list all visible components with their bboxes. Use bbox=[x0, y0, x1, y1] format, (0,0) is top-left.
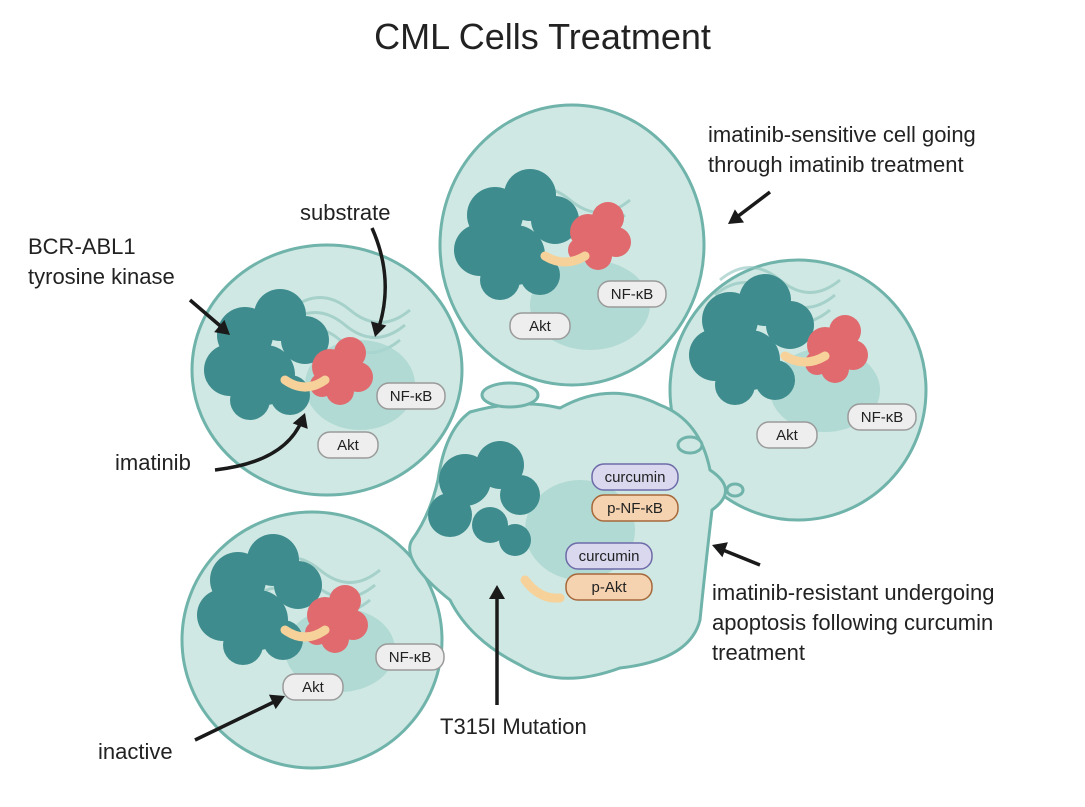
tag-text: curcumin bbox=[579, 548, 640, 565]
label-line: tyrosine kinase bbox=[28, 264, 175, 289]
tag-text: Akt bbox=[529, 318, 552, 335]
tag-curcumin: curcumin bbox=[591, 463, 679, 491]
tag-nfkb: NF-κB bbox=[376, 382, 446, 410]
tag-curcumin: curcumin bbox=[565, 542, 653, 570]
label-sensitive: imatinib-sensitive cell going through im… bbox=[708, 120, 976, 180]
label-resistant: imatinib-resistant undergoing apoptosis … bbox=[712, 578, 995, 668]
tag-text: p-NF-κB bbox=[607, 500, 663, 517]
tag-nfkb: NF-κB bbox=[847, 403, 917, 431]
label-bcr-abl1: BCR-ABL1 tyrosine kinase bbox=[28, 232, 175, 292]
label-line: imatinib-sensitive cell going bbox=[708, 122, 976, 147]
imatinib-icon bbox=[540, 251, 590, 267]
cell-lower-left bbox=[180, 510, 444, 770]
arrow-bcr-abl1 bbox=[188, 298, 230, 335]
label-line: through imatinib treatment bbox=[708, 152, 964, 177]
label-line: imatinib-resistant undergoing bbox=[712, 580, 995, 605]
tag-akt: Akt bbox=[509, 312, 571, 340]
imatinib-icon bbox=[520, 575, 565, 603]
tag-akt: Akt bbox=[282, 673, 344, 701]
cell-resistant bbox=[408, 381, 745, 680]
tag-text: NF-κB bbox=[389, 649, 432, 666]
arrow-resistant bbox=[712, 542, 761, 567]
tag-akt: Akt bbox=[756, 421, 818, 449]
arrow-inactive bbox=[194, 694, 285, 742]
arrow-substrate bbox=[370, 227, 387, 337]
arrow-imatinib bbox=[214, 413, 308, 472]
tag-nfkb: NF-κB bbox=[597, 280, 667, 308]
mutated-kinase-icon bbox=[428, 441, 540, 556]
arrow-t315i bbox=[489, 585, 505, 705]
page-title: CML Cells Treatment bbox=[374, 16, 711, 57]
tag-text: Akt bbox=[776, 427, 799, 444]
label-imatinib: imatinib bbox=[115, 450, 191, 475]
tag-text: curcumin bbox=[605, 469, 666, 486]
imatinib-icon bbox=[280, 625, 330, 642]
tag-text: NF-κB bbox=[611, 286, 654, 303]
tag-text: Akt bbox=[337, 437, 360, 454]
imatinib-icon bbox=[780, 351, 830, 367]
label-line: treatment bbox=[712, 640, 805, 665]
label-line: BCR-ABL1 bbox=[28, 234, 136, 259]
tag-p-akt: p-Akt bbox=[565, 573, 653, 601]
tag-text: NF-κB bbox=[390, 388, 433, 405]
cell-right bbox=[668, 258, 928, 522]
imatinib-icon bbox=[280, 375, 330, 392]
tag-text: Akt bbox=[302, 679, 325, 696]
arrow-sensitive bbox=[728, 190, 772, 224]
tag-text: NF-κB bbox=[861, 409, 904, 426]
tag-nfkb: NF-κB bbox=[375, 643, 445, 671]
label-t315i: T315I Mutation bbox=[440, 714, 587, 739]
tag-p-nfkb: p-NF-κB bbox=[591, 494, 679, 522]
tag-text: p-Akt bbox=[591, 579, 627, 596]
label-inactive: inactive bbox=[98, 739, 173, 764]
cell-top bbox=[438, 103, 706, 387]
label-line: apoptosis following curcumin bbox=[712, 610, 994, 635]
label-substrate: substrate bbox=[300, 200, 391, 225]
tag-akt: Akt bbox=[317, 431, 379, 459]
